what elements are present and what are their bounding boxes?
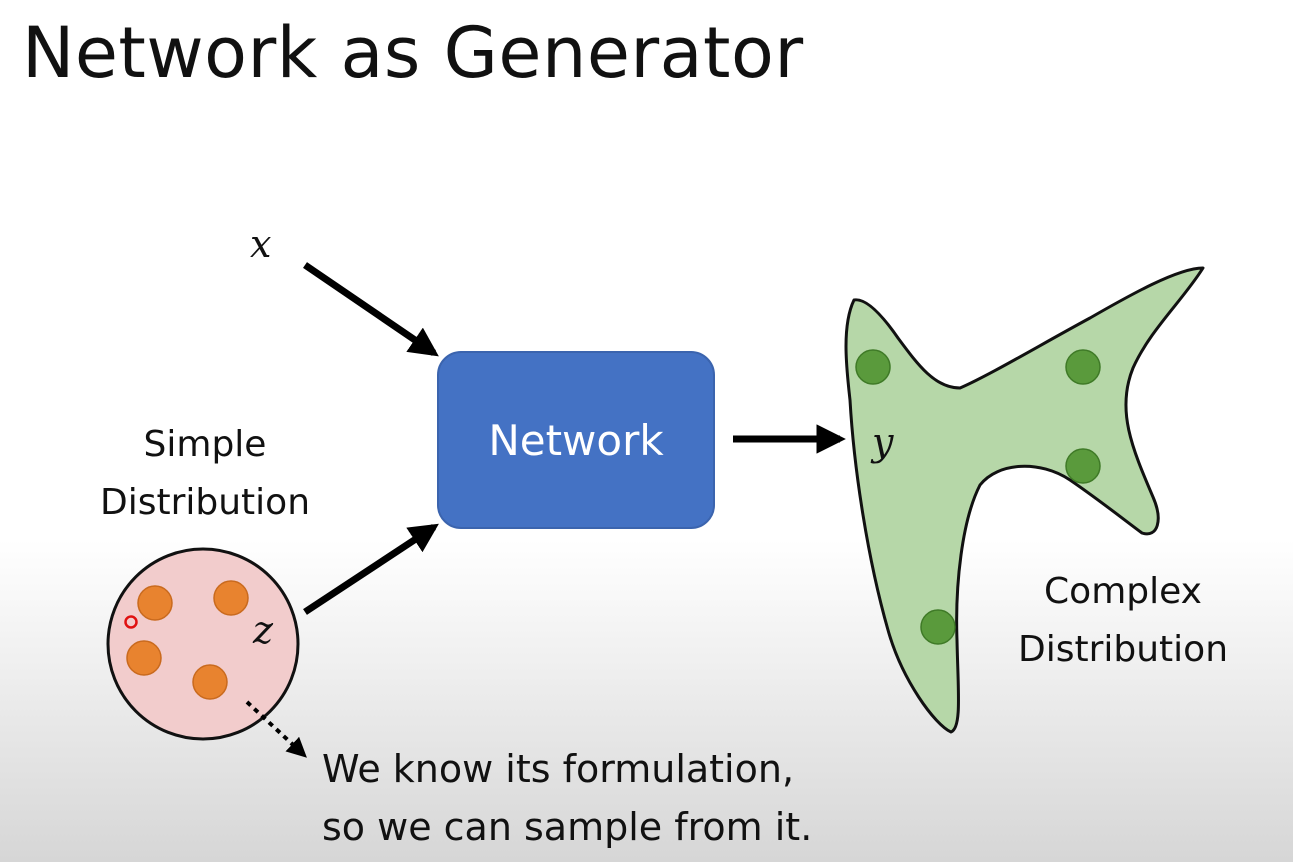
- complex-distribution-label: Complex Distribution: [995, 563, 1251, 679]
- complex-sample-dot: [1065, 448, 1101, 484]
- input-x-label: x: [250, 222, 272, 266]
- formulation-note: We know its formulation, so we can sampl…: [322, 740, 812, 856]
- simple-distribution-line2: Distribution: [99, 482, 311, 523]
- network-label: Network: [488, 415, 664, 465]
- simple-distribution-label: Simple Distribution: [80, 416, 330, 532]
- output-y-label: y: [872, 420, 894, 464]
- simple-sample-dot: [126, 640, 162, 676]
- page-title: Network as Generator: [22, 12, 804, 94]
- complex-distribution-line1: Complex: [1044, 571, 1202, 612]
- simple-sample-dot: [192, 664, 228, 700]
- cursor-marker: [124, 615, 138, 629]
- network-box: Network: [437, 351, 715, 529]
- complex-sample-dot: [920, 609, 956, 645]
- formulation-note-line1: We know its formulation,: [322, 747, 795, 791]
- arrow-x-to-network: [303, 262, 439, 357]
- simple-distribution-line1: Simple: [143, 424, 267, 465]
- complex-sample-dot: [855, 349, 891, 385]
- simple-sample-dot: [137, 585, 173, 621]
- dotted-arrow-to-note: [245, 700, 307, 758]
- arrow-z-to-network: [303, 523, 439, 615]
- formulation-note-line2: so we can sample from it.: [322, 805, 813, 849]
- input-z-label: z: [253, 608, 274, 652]
- complex-sample-dot: [1065, 349, 1101, 385]
- simple-sample-dot: [213, 580, 249, 616]
- complex-distribution-line2: Distribution: [1017, 629, 1229, 670]
